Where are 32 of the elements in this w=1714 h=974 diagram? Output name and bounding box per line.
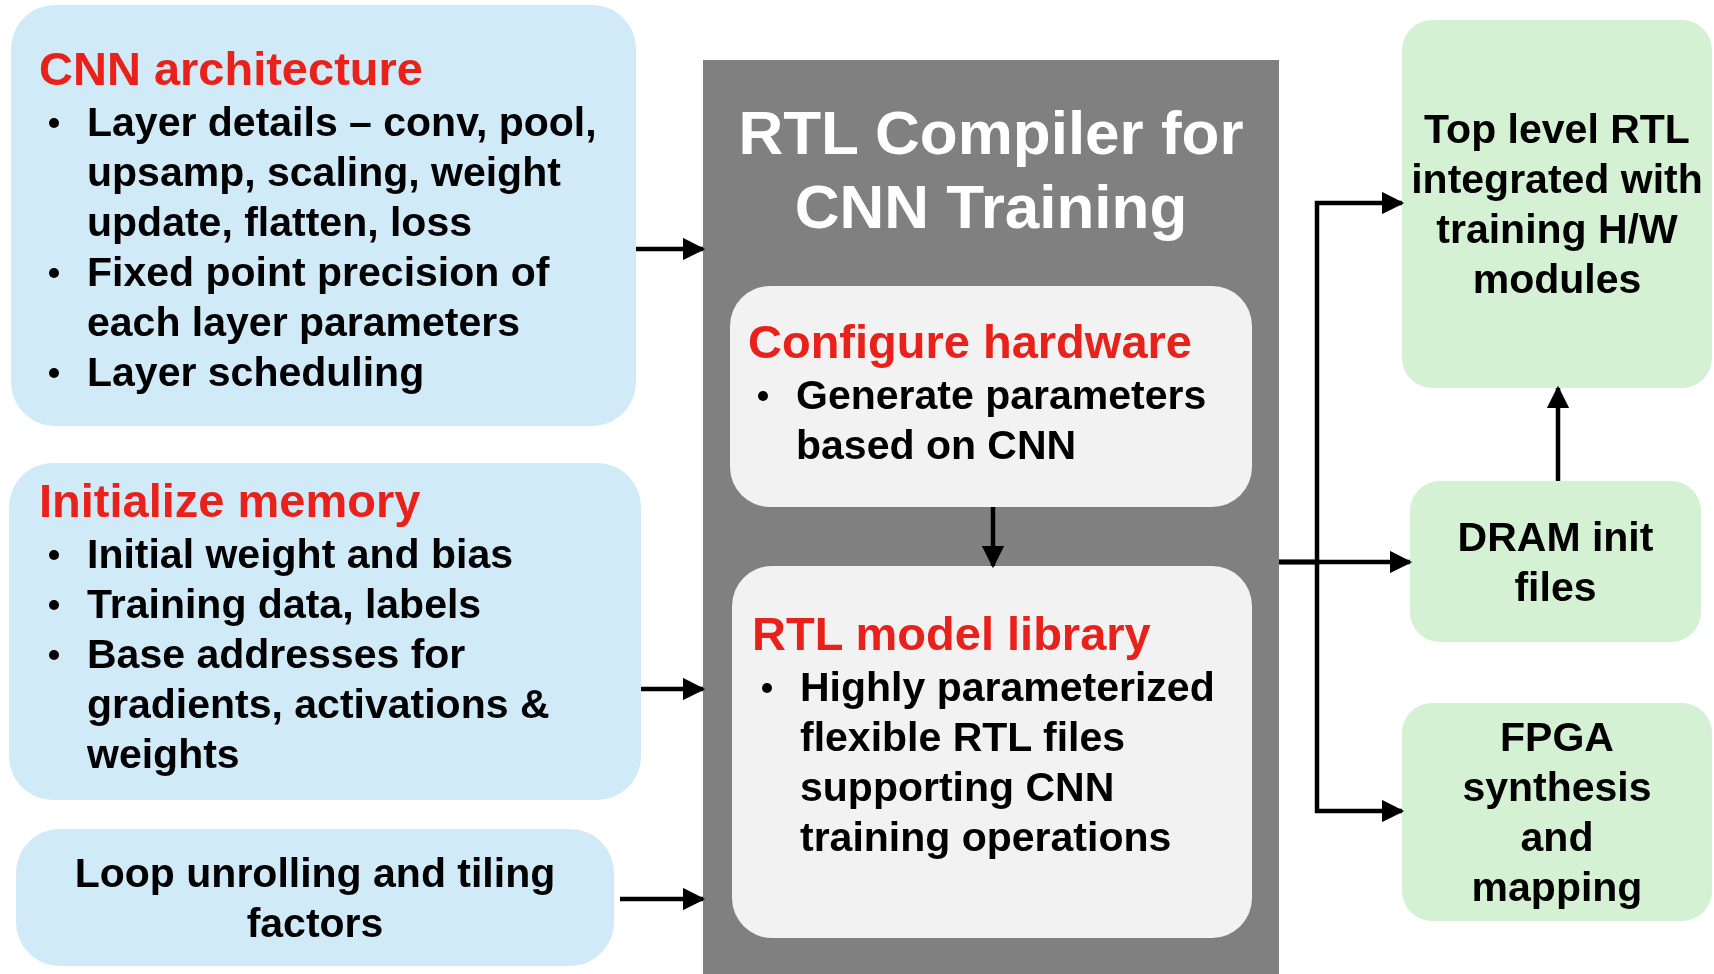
box-label: Loop unrolling and tiling factors <box>73 848 557 948</box>
box-heading: Initialize memory <box>39 473 422 529</box>
arrow <box>641 677 706 701</box>
box-heading: RTL model library <box>752 606 1152 662</box>
panel-title: RTL Compiler for CNN Training <box>737 97 1245 243</box>
bullet-item: Highly parameterized flexible RTL files supporting CNN training operations <box>752 662 1242 862</box>
compiler-panel <box>703 60 1279 974</box>
output-box <box>1402 703 1712 921</box>
box-label: DRAM init files <box>1456 512 1655 612</box>
arrow <box>981 507 1005 569</box>
bullet-item: Initial weight and bias <box>39 529 601 579</box>
process-box <box>732 566 1252 938</box>
bullet-item: Training data, labels <box>39 579 601 629</box>
bullet-item: Base addresses for gradients, activations & weights <box>39 629 601 779</box>
arrow <box>620 887 706 911</box>
box-heading: CNN architecture <box>39 41 424 97</box>
bullet-item: Fixed point precision of each layer parameters <box>39 247 616 347</box>
output-box <box>1402 20 1712 388</box>
box-label: Top level RTL integrated with training H/W modules <box>1410 105 1704 304</box>
box-heading: Configure hardware <box>748 314 1193 370</box>
bullet-item: Layer details – conv, pool, upsamp, scaling, weight update, flatten, loss <box>39 97 616 247</box>
process-box <box>730 286 1252 507</box>
input-box <box>11 5 636 426</box>
arrow <box>636 237 706 261</box>
bullet-item: Layer scheduling <box>39 347 616 397</box>
output-box <box>1410 481 1701 642</box>
input-box <box>16 829 614 966</box>
arrow <box>1279 559 1405 823</box>
arrow <box>1546 385 1570 481</box>
input-box <box>9 463 641 800</box>
box-label: FPGA synthesis and mapping <box>1461 713 1653 912</box>
bullet-item: Generate parameters based on CNN <box>748 370 1242 470</box>
